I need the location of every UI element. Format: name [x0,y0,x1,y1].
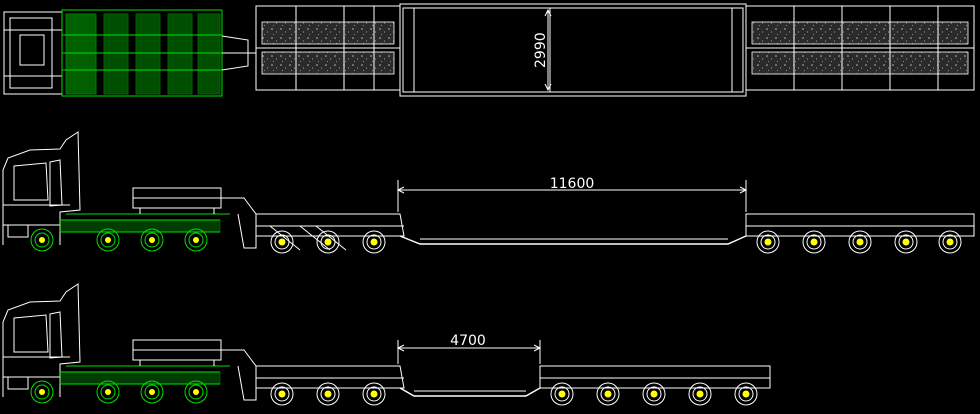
top-view: 2990 [3,3,975,97]
rear-module-top [745,5,975,91]
front-module-top [255,5,401,91]
tractor-chassis-top [61,9,223,97]
dimension-retracted-label: 4700 [450,333,486,349]
side-view-retracted: 4700 [2,283,771,406]
deck-top: 2990 [399,3,747,97]
dimension-width-label: 2990 [533,32,549,68]
dimension-extended-label: 11600 [550,176,595,192]
side-view-extended: 11600 [2,131,975,254]
